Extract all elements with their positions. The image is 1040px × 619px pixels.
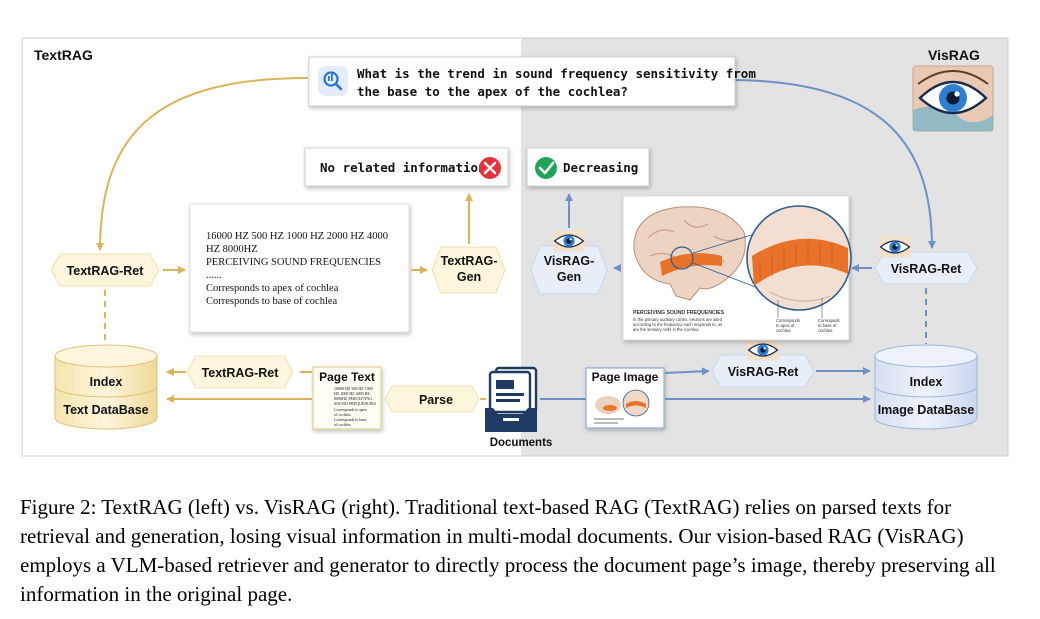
eye-icon-visrag-ret-bottom <box>747 339 779 361</box>
figure-title: PERCEIVING SOUND FREQUENCIES <box>633 310 725 316</box>
page-text-mini-6: of cochlea <box>334 412 351 417</box>
figure-base-2: to base of <box>818 323 837 328</box>
textrag-gen-node <box>431 246 506 294</box>
query-text-line2: the base to the apex of the cochlea? <box>357 84 628 99</box>
parsed-text-line1: 16000 HZ 500 HZ 1000 HZ 2000 HZ 4000 <box>206 231 388 242</box>
page-text-mini-8: of cochlea <box>334 422 351 427</box>
brain-illustration <box>633 206 759 301</box>
figure-body-2: according to the frequency each responds… <box>633 322 722 327</box>
page-text-card <box>312 366 382 430</box>
text-database <box>54 344 158 430</box>
image-database <box>874 344 978 430</box>
textrag-gen-label-line1: TextRAG- <box>441 254 498 268</box>
visrag-answer-text: Decreasing <box>563 160 638 175</box>
figure-base-3: cochlea <box>818 328 833 333</box>
visrag-gen-node <box>530 245 608 295</box>
query-text-line1: What is the trend in sound frequency sen… <box>357 66 756 81</box>
parsed-text-line4: ...... <box>206 270 222 281</box>
textrag-ret-label: TextRAG-Ret <box>67 264 145 278</box>
cochlea-zoom-illustration <box>746 205 852 318</box>
figure-body-3: are the sensory cells in the cochlea. <box>633 327 700 332</box>
textrag-gen-label-line2: Gen <box>457 270 481 284</box>
page-image-to-visrag-ret-arrow <box>664 367 710 376</box>
visrag-ret-node <box>874 251 978 285</box>
page-text-mini-4: SOUND FREQUENCIES <box>334 401 376 406</box>
parsed-text-line2: HZ 8000HZ <box>206 244 258 255</box>
textrag-ret-node <box>50 253 160 287</box>
figure-apex-1: Corresponds <box>776 318 800 323</box>
query-to-textrag-ret-arrow <box>96 77 309 251</box>
page-text-mini-7: Corresponds to base <box>334 417 367 422</box>
parsed-text-box <box>189 203 410 333</box>
textrag-ret-bottom-node <box>186 355 294 389</box>
parsed-text-line5: Corresponds to apex of cochlea <box>206 283 339 294</box>
page-text-mini-2: HZ 2000 HZ 4000 HZ <box>334 391 371 396</box>
parsed-text-line3: PERCEIVING SOUND FREQUENCIES <box>206 257 381 268</box>
figure-body-1: In the primary auditory cortex, neurons … <box>633 317 723 322</box>
parse-node <box>384 385 480 413</box>
visrag-ret-label: VisRAG-Ret <box>891 262 962 276</box>
figure-base-1: Correspods <box>818 318 840 323</box>
text-db-index-label: Index <box>90 375 123 389</box>
documents-label: Documents <box>490 437 553 449</box>
eye-icon-visrag-gen <box>553 230 585 252</box>
page-text-mini-5: Corresponds to apex <box>334 407 367 412</box>
page-text-mini-3: 8000HZ PERCEIVING <box>334 396 372 401</box>
page-image-label: Page Image <box>592 370 659 384</box>
page-text-mini-1: 16000 HZ 500 HZ 1000 <box>334 386 373 391</box>
figure-apex-3: cochlea <box>776 328 791 333</box>
textrag-title: TextRAG <box>34 47 93 63</box>
query-to-visrag-ret-arrow <box>734 79 936 249</box>
textrag-ret-bottom-label: TextRAG-Ret <box>202 366 280 380</box>
image-db-index-label: Index <box>910 375 943 389</box>
eye-icon-visrag-ret <box>879 236 911 258</box>
visrag-logo <box>912 65 994 132</box>
visrag-ret-bottom-label: VisRAG-Ret <box>728 365 799 379</box>
documents-icon <box>485 366 538 432</box>
textrag-answer-box <box>304 147 509 187</box>
textrag-answer-text: No related information <box>320 160 486 175</box>
figure-border <box>21 37 1009 457</box>
check-mark-icon <box>535 157 557 179</box>
page-image-thumbnail <box>594 389 650 424</box>
page-text-label: Page Text <box>319 370 375 384</box>
query-box <box>308 56 736 107</box>
x-mark-icon <box>479 157 501 179</box>
figure-apex-2: to apex of <box>776 323 795 328</box>
search-icon <box>318 66 348 96</box>
text-db-name-label: Text DataBase <box>63 403 148 417</box>
visrag-gen-label-line2: Gen <box>557 270 581 284</box>
visrag-gen-label-line1: VisRAG- <box>544 254 594 268</box>
image-db-name-label: Image DataBase <box>878 403 975 417</box>
parse-label: Parse <box>419 393 453 407</box>
visrag-title: VisRAG <box>928 47 980 63</box>
figure-caption: Figure 2: TextRAG (left) vs. VisRAG (rig… <box>20 495 996 606</box>
parsed-text-line6: Corresponds to base of cochlea <box>206 296 338 307</box>
visrag-ret-bottom-node <box>711 354 815 388</box>
